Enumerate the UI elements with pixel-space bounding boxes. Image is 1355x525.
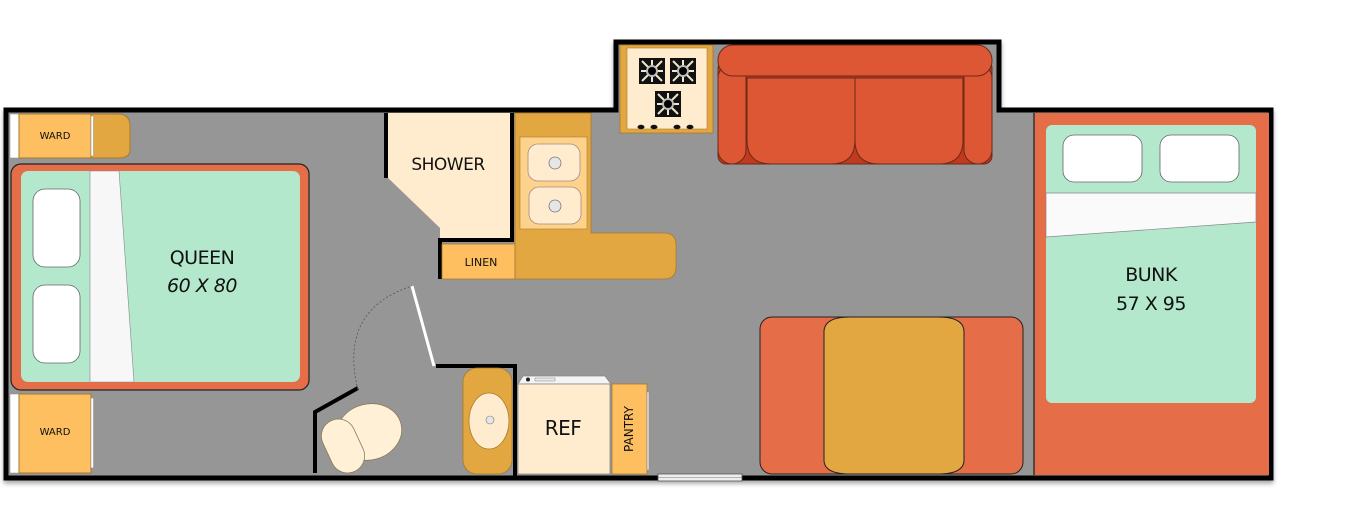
burner-icon (655, 91, 681, 117)
pillow (1062, 134, 1143, 183)
wardrobe-top[interactable]: WARD (9, 113, 131, 159)
queen-bed-size: 60 X 80 (167, 275, 237, 297)
bathroom-walls (313, 364, 517, 476)
shower[interactable]: SHOWER (384, 113, 514, 279)
queen-bed-name: QUEEN (170, 247, 235, 269)
kitchen-sink[interactable] (527, 143, 582, 225)
entry-door[interactable] (657, 473, 743, 482)
stove[interactable] (619, 44, 714, 134)
burner-icon (639, 58, 665, 84)
pantry-label: PANTRY (622, 405, 636, 452)
refrigerator-label: REF (545, 416, 582, 440)
sofa[interactable] (717, 44, 993, 165)
bunk-bed[interactable]: BUNK 57 X 95 (1045, 125, 1257, 403)
pillow (1159, 134, 1240, 183)
shower-label: SHOWER (411, 155, 485, 175)
bathroom-door[interactable] (353, 285, 436, 391)
bathroom-sink[interactable] (462, 367, 513, 475)
wardrobe-bottom-label: WARD (40, 427, 71, 438)
kitchen-counter (514, 112, 677, 280)
refrigerator[interactable]: REF (517, 375, 612, 475)
pantry[interactable]: PANTRY (611, 383, 650, 475)
pillow (32, 188, 81, 268)
toilet[interactable] (316, 396, 408, 478)
dinette[interactable] (759, 316, 1024, 475)
pillow (32, 284, 81, 364)
linen-label: LINEN (465, 256, 498, 269)
wardrobe-bottom[interactable]: WARD (9, 393, 94, 474)
linen-closet[interactable]: LINEN (441, 243, 516, 280)
queen-bed[interactable]: QUEEN 60 X 80 (10, 163, 310, 391)
stove-knobs (637, 124, 694, 130)
wardrobe-top-label: WARD (40, 131, 71, 142)
burner-icon (670, 58, 696, 84)
bunk-bed-size: 57 X 95 (1116, 293, 1186, 315)
bunk-bed-name: BUNK (1125, 264, 1178, 286)
